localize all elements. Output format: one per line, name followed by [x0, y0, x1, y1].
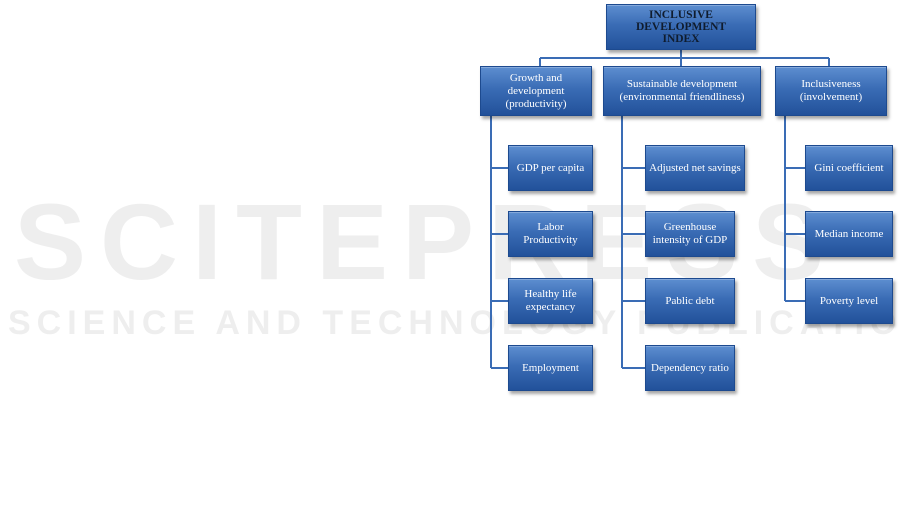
category-sustainable: Sustainable development (environmental f…	[603, 66, 761, 116]
node-employment: Employment	[508, 345, 593, 391]
category-inclusiveness: Inclusiveness (involvement)	[775, 66, 887, 116]
node-dependency-ratio: Dependency ratio	[645, 345, 735, 391]
node-median-income: Median income	[805, 211, 893, 257]
root-node: INCLUSIVE DEVELOPMENT INDEX	[606, 4, 756, 50]
node-poverty-level: Poverty level	[805, 278, 893, 324]
root-line-3: INDEX	[662, 33, 700, 45]
root-line-1: INCLUSIVE	[649, 9, 713, 21]
node-healthy-life-expectancy: Healthy life expectancy	[508, 278, 593, 324]
node-gdp-per-capita: GDP per capita	[508, 145, 593, 191]
node-pablic-debt: Pablic debt	[645, 278, 735, 324]
node-gini-coefficient: Gini coefficient	[805, 145, 893, 191]
node-adjusted-net-savings: Adjusted net savings	[645, 145, 745, 191]
root-line-2: DEVELOPMENT	[635, 21, 727, 33]
node-greenhouse-intensity: Greenhouse intensity of GDP	[645, 211, 735, 257]
category-growth: Growth and development (productivity)	[480, 66, 592, 116]
node-labor-productivity: Labor Productivity	[508, 211, 593, 257]
